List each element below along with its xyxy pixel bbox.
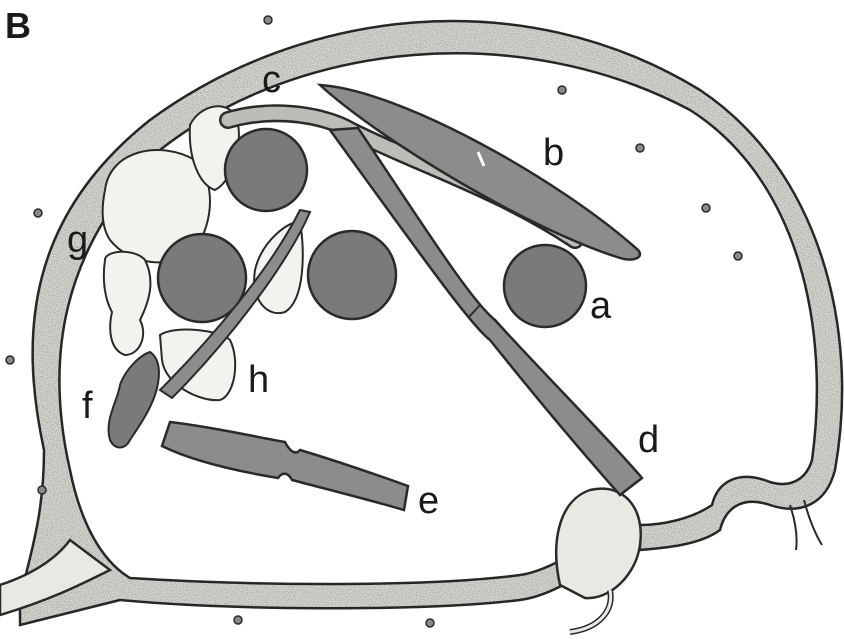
sphere-upper [225, 129, 307, 211]
body-e-segmented-rod [162, 422, 408, 510]
label-f: f [82, 385, 93, 427]
sphere-a [504, 245, 586, 327]
sphere-center [308, 231, 396, 319]
label-h: h [248, 359, 269, 401]
label-a: a [590, 285, 612, 327]
label-b: b [543, 132, 564, 174]
body-f-knobby [109, 352, 159, 448]
label-e: e [418, 480, 439, 522]
outer-wall [20, 21, 842, 625]
panel-label: B [5, 5, 31, 46]
label-g: g [67, 219, 88, 261]
label-d: d [638, 419, 659, 461]
label-c: c [262, 59, 281, 101]
attachment-disc [556, 489, 641, 632]
